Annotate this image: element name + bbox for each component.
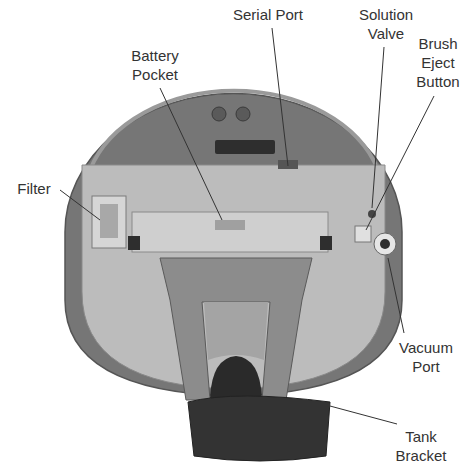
filter bbox=[92, 196, 126, 248]
leader-line bbox=[372, 47, 384, 208]
part-label: Filter bbox=[17, 179, 50, 198]
solution-valve bbox=[368, 210, 376, 218]
bumper-pad bbox=[320, 236, 332, 250]
robot-body bbox=[65, 91, 402, 396]
bracket-inner bbox=[204, 302, 268, 360]
outer-shell bbox=[65, 94, 402, 396]
slot bbox=[215, 140, 275, 154]
part-label: Brush Eject Button bbox=[411, 34, 465, 91]
leader-line bbox=[160, 88, 222, 220]
leader-line bbox=[272, 28, 288, 166]
icon-dot bbox=[236, 107, 250, 121]
leader-lines bbox=[60, 28, 434, 424]
vacuum-port-hole bbox=[380, 239, 390, 249]
shell-highlight bbox=[90, 91, 378, 170]
part-label: Vacuum Port bbox=[392, 338, 460, 376]
filter-grid bbox=[100, 204, 118, 238]
brush-eject-button bbox=[355, 226, 371, 242]
leader-line bbox=[60, 190, 100, 220]
bracket-frame bbox=[160, 258, 312, 400]
leader-line bbox=[330, 406, 397, 424]
leader-line bbox=[388, 258, 404, 333]
battery-pocket bbox=[132, 212, 328, 252]
vacuum-port bbox=[374, 233, 396, 255]
part-label: Battery Pocket bbox=[122, 46, 188, 84]
bumper-pad bbox=[128, 236, 140, 250]
part-label: Solution Valve bbox=[350, 5, 422, 43]
bracket-handle bbox=[188, 396, 330, 461]
tank-bracket bbox=[160, 258, 330, 461]
icon-dot bbox=[212, 107, 226, 121]
bracket-hump bbox=[210, 356, 262, 398]
battery-tab bbox=[215, 220, 245, 230]
part-label: Serial Port bbox=[233, 5, 303, 24]
part-label: Tank Bracket bbox=[390, 427, 452, 465]
leader-line bbox=[366, 96, 434, 230]
